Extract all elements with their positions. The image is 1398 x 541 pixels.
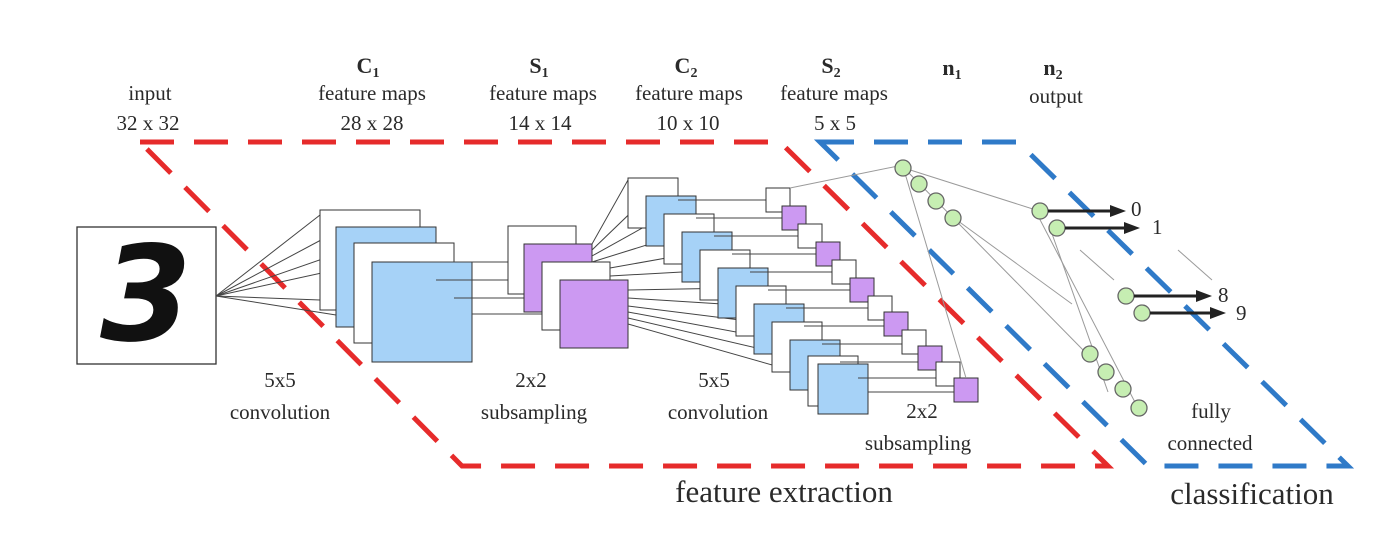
s2-to-n1-connections [789,165,967,379]
c2-feature-maps [627,177,869,415]
section-feature-extraction: feature extraction [675,474,893,509]
svg-text:C2: C2 [675,53,698,81]
n1-neuron [927,192,945,210]
n2-neuron [1133,304,1151,322]
svg-text:n1: n1 [942,55,961,83]
output-label-8: 8 [1218,283,1229,307]
s2-map [953,377,979,403]
s1-feature-maps [507,225,629,349]
c2-map [817,363,869,415]
header-s2-name: S [821,53,833,78]
header-s1-sub: 1 [542,66,549,81]
svg-text:2x2: 2x2 [906,399,938,423]
header-n2-label: output [1029,84,1083,108]
svg-text:5x5: 5x5 [264,368,296,392]
header-n2-name: n [1043,55,1055,80]
s2-map [831,259,857,285]
n1-neuron [1114,380,1132,398]
header-c2-label: feature maps [635,81,743,105]
header-c1-sub: 1 [372,66,379,81]
svg-text:n2: n2 [1043,55,1062,83]
sub2-connections [678,199,954,393]
header-c1-label: feature maps [318,81,426,105]
svg-text:2x2: 2x2 [515,368,547,392]
n1-neuron [910,175,928,193]
label-conv1: 5x5 convolution [230,368,331,424]
svg-text:convolution: convolution [230,400,331,424]
header-s1-name: S [529,53,541,78]
n2-neurons [1031,202,1151,322]
header-c2-name: C [675,53,691,78]
s2-map [883,311,909,337]
header-n1: n1 [942,55,961,83]
feature-extraction-border [133,139,1115,469]
header-n2-sub: 2 [1056,68,1063,83]
section-classification: classification [1170,476,1334,511]
n1-neuron [944,209,962,227]
label-conv2: 5x5 convolution [668,368,769,424]
svg-text:S2: S2 [821,53,840,81]
header-c1: C1 feature maps 28 x 28 [318,53,426,135]
output-labels: 0 1 8 9 [1131,197,1247,325]
header-n2: n2 output [1029,55,1083,108]
header-n1-sub: 1 [955,68,962,83]
n1-neuron [1130,399,1148,417]
n1-neuron [1081,345,1099,363]
svg-text:S1: S1 [529,53,548,81]
svg-text:fully: fully [1191,399,1231,423]
header-input: input 32 x 32 [117,81,180,135]
n1-neuron [1097,363,1115,381]
svg-text:subsampling: subsampling [481,400,588,424]
header-s1-label: feature maps [489,81,597,105]
header-s2: S2 feature maps 5 x 5 [780,53,888,135]
c1-map [371,261,473,363]
header-c1-name: C [357,53,373,78]
output-arrows [1048,205,1226,319]
label-sub2: 2x2 subsampling [865,399,972,455]
label-sub1: 2x2 subsampling [481,368,588,424]
n1-neurons [894,159,1148,417]
header-n1-name: n [942,55,954,80]
header-c2: C2 feature maps 10 x 10 [635,53,743,135]
svg-text:C1: C1 [357,53,380,81]
header-s2-label: feature maps [780,81,888,105]
header-c1-size: 28 x 28 [341,111,404,135]
header-c2-sub: 2 [690,66,697,81]
input-digit: 3 [100,218,192,372]
output-label-0: 0 [1131,197,1142,221]
header-s1-size: 14 x 14 [509,111,573,135]
input-image: 3 [76,218,217,372]
n2-neuron [1117,287,1135,305]
n2-neuron [1031,202,1049,220]
header-c2-size: 10 x 10 [657,111,720,135]
output-label-1: 1 [1152,215,1163,239]
svg-text:5x5: 5x5 [698,368,730,392]
s1-map [559,279,629,349]
output-label-9: 9 [1236,301,1247,325]
svg-text:subsampling: subsampling [865,431,972,455]
svg-text:convolution: convolution [668,400,769,424]
header-input-label: input [128,81,171,105]
classification-border [813,139,1355,469]
header-input-size: 32 x 32 [117,111,180,135]
s2-feature-maps [765,187,979,403]
c1-feature-maps [319,209,473,363]
header-s1: S1 feature maps 14 x 14 [489,53,597,135]
n1-neuron [894,159,912,177]
header-s2-sub: 2 [834,66,841,81]
header-s2-size: 5 x 5 [814,111,856,135]
n2-neuron [1048,219,1066,237]
label-fully-connected: fully connected [1167,399,1253,455]
svg-text:connected: connected [1167,431,1253,455]
